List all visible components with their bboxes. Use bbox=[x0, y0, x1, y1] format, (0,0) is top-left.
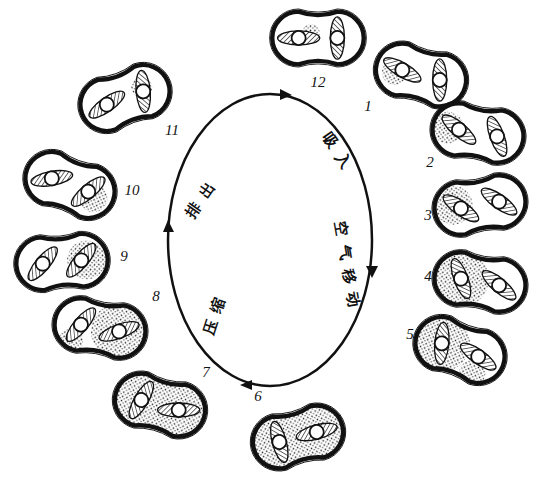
callout-number: 12 bbox=[311, 75, 326, 90]
callout-number: 3 bbox=[424, 208, 432, 223]
callout-number: 7 bbox=[202, 365, 210, 380]
callout-number: 4 bbox=[424, 269, 432, 284]
callout-number: 8 bbox=[152, 289, 160, 304]
phase-label: 压缩 bbox=[198, 287, 230, 346]
phase-label: 排出 bbox=[178, 172, 223, 227]
callout-number: 1 bbox=[364, 99, 372, 114]
callout-number: 11 bbox=[165, 123, 179, 138]
phase-label: 空气移动 bbox=[329, 211, 362, 317]
callout-number: 10 bbox=[125, 183, 140, 198]
callout-number: 2 bbox=[426, 155, 434, 170]
callout-number: 9 bbox=[120, 249, 128, 264]
callout-number: 6 bbox=[254, 389, 262, 404]
callout-number: 5 bbox=[406, 327, 414, 342]
